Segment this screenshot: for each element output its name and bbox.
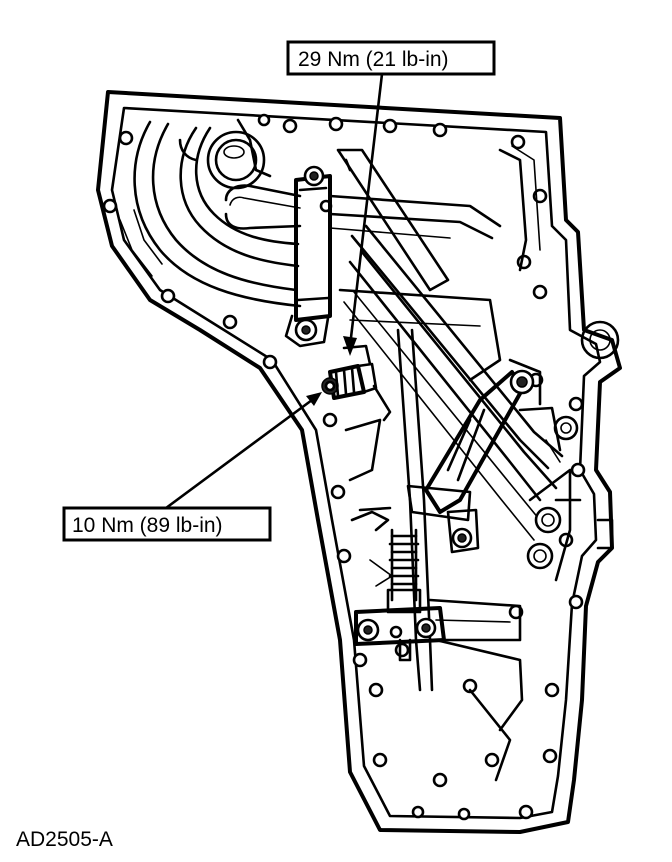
- bolt-hole: [518, 804, 534, 820]
- separator-plate: [338, 288, 524, 782]
- bolt-hole: [532, 284, 548, 300]
- bolt-hole: [432, 772, 448, 788]
- manual-lever: [406, 358, 542, 522]
- bolt-hole: [262, 354, 278, 370]
- bolt-hole: [322, 412, 338, 428]
- upper-retaining-bracket: [284, 165, 332, 348]
- bolt-hole: [382, 118, 398, 134]
- accumulator-bore: [206, 130, 266, 190]
- bolt-hole: [394, 642, 410, 658]
- bolt-hole: [544, 682, 560, 698]
- bolt-hole: [257, 113, 271, 127]
- bolt-hole: [411, 805, 425, 819]
- bolt-hole: [282, 118, 298, 134]
- bolt-hole: [542, 748, 558, 764]
- lower-torque-arrowhead: [306, 392, 322, 406]
- bolt-hole: [570, 462, 586, 478]
- bolt-hole: [457, 807, 471, 821]
- flange-bolt-holes: [102, 113, 586, 821]
- upper-torque-arrowhead: [343, 336, 357, 356]
- bolt-hole: [336, 548, 352, 564]
- upper-torque-leader: [348, 72, 384, 348]
- bolt-hole: [510, 134, 526, 150]
- lower-torque-leader: [164, 398, 314, 510]
- bolt-hole: [484, 752, 500, 768]
- figure-code: AD2505-A: [16, 828, 113, 851]
- bolt-hole: [389, 625, 403, 639]
- fluid-passages: [119, 118, 541, 308]
- bolt-hole: [222, 314, 238, 330]
- bolt-hole: [352, 652, 368, 668]
- lower-torque-callout: 10 Nm (89 lb-in): [62, 392, 322, 542]
- shift-components-right: [518, 406, 582, 582]
- bolt-hole: [118, 130, 134, 146]
- bolt-hole: [102, 198, 118, 214]
- bolt-hole: [160, 288, 176, 304]
- lower-torque-label: 10 Nm (89 lb-in): [72, 514, 223, 537]
- upper-torque-callout: 29 Nm (21 lb-in): [286, 40, 496, 356]
- bolt-hole: [368, 682, 384, 698]
- transfer-tubes: [336, 148, 564, 692]
- bolt-hole: [432, 122, 448, 138]
- solenoid-fitting: [321, 344, 392, 422]
- bolt-hole: [568, 396, 584, 412]
- lower-right-bracket: [446, 508, 480, 554]
- detent-spring: [386, 528, 422, 614]
- pressure-port: [580, 320, 620, 360]
- upper-torque-label: 29 Nm (21 lb-in): [298, 48, 449, 71]
- bolt-hole: [330, 484, 346, 500]
- bolt-hole: [372, 752, 388, 768]
- lower-valve-bracket: [354, 606, 446, 662]
- bolt-hole: [328, 116, 344, 132]
- bolt-hole: [568, 594, 584, 610]
